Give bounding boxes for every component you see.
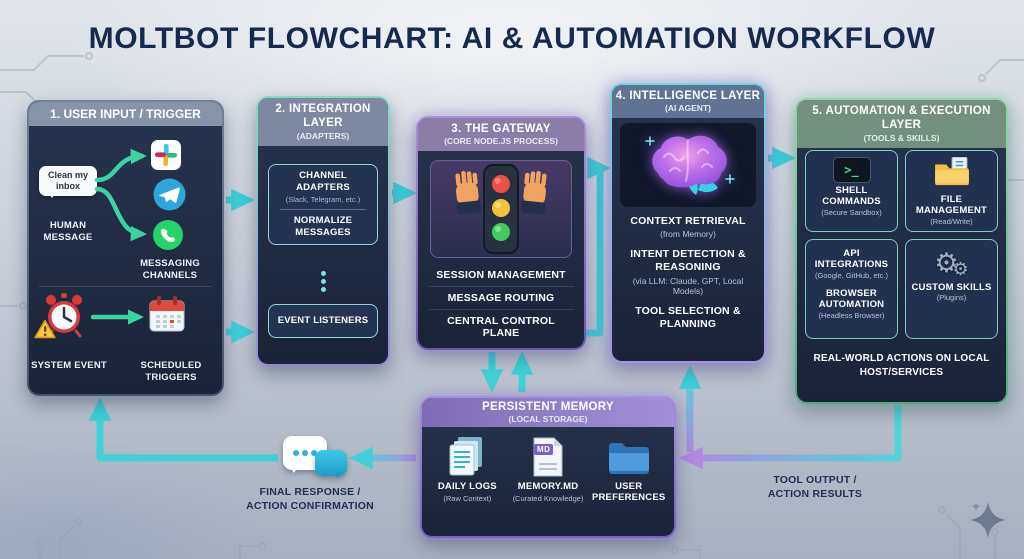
folder-file-icon: [909, 156, 994, 192]
system-event-label: SYSTEM EVENT: [31, 360, 107, 371]
gateway-functions-list: SESSION MANAGEMENT MESSAGE ROUTING CENTR…: [428, 264, 574, 344]
memory-header-subtitle: (LOCAL STORAGE): [508, 414, 588, 425]
custom-skills-sub: (Plugins): [936, 293, 967, 303]
divider: [280, 208, 366, 210]
intent-detection-block: INTENT DETECTION & REASONING (via LLM: C…: [617, 248, 759, 296]
memory-md-sub: (Curated Knowledge): [512, 493, 584, 503]
daily-logs-sub: (Raw Context): [443, 493, 492, 503]
api-integrations-sub: (Google, GitHub, etc.): [815, 270, 888, 280]
intent-detection-sub: (via LLM: Claude, GPT, Local Models): [632, 275, 744, 296]
context-retrieval-block: CONTEXT RETRIEVAL (from Memory): [617, 215, 759, 239]
context-retrieval-label: CONTEXT RETRIEVAL: [630, 215, 746, 227]
ai-brain-icon: [620, 123, 756, 207]
md-file-icon: MD: [509, 434, 588, 480]
intelligence-header: 4. INTELLIGENCE LAYER (AI AGENT): [612, 85, 764, 119]
channel-adapters-chip: CHANNEL ADAPTERS (Slack, Telegram, etc.)…: [268, 164, 378, 245]
intelligence-layer-panel: 4. INTELLIGENCE LAYER (AI AGENT): [610, 83, 766, 363]
browser-automation-label: BROWSER AUTOMATION: [818, 287, 885, 311]
user-preferences-label: USER PREFERENCES: [591, 481, 666, 503]
custom-skills-cell: ⚙⚙ CUSTOM SKILLS (Plugins): [905, 239, 998, 339]
normalize-messages-label: NORMALIZE MESSAGES: [293, 214, 353, 238]
automation-header: 5. AUTOMATION & EXECUTION LAYER (TOOLS &…: [797, 100, 1006, 148]
whatsapp-icon: [153, 220, 183, 255]
integration-header: 2. INTEGRATION LAYER (ADAPTERS): [258, 98, 388, 146]
human-message-label: HUMAN MESSAGE: [43, 220, 93, 243]
gateway-panel: 3. THE GATEWAY (CORE NODE.JS PROCESS): [416, 116, 586, 350]
tool-output-label: TOOL OUTPUT / ACTION RESULTS: [748, 474, 882, 501]
shell-commands-sub: (Secure Sandbox): [821, 207, 882, 217]
automation-header-title: 5. AUTOMATION & EXECUTION LAYER: [812, 105, 991, 132]
memory-md-item: MD MEMORY.MD (Curated Knowledge): [509, 432, 588, 532]
user-message-bubble: Clean my inbox: [39, 166, 97, 198]
integration-layer-panel: 2. INTEGRATION LAYER (ADAPTERS) CHANNEL …: [256, 96, 390, 366]
slack-icon: [151, 140, 181, 175]
daily-logs-label: DAILY LOGS: [437, 481, 497, 492]
tool-selection-label: TOOL SELECTION & PLANNING: [635, 304, 741, 331]
scheduled-triggers-label: SCHEDULED TRIGGERS: [140, 360, 202, 383]
final-response-line2: ACTION CONFIRMATION: [246, 499, 374, 512]
chat-bubble-cyan: [315, 450, 347, 479]
context-retrieval-sub: (from Memory): [660, 229, 716, 240]
alarm-clock-icon: [34, 292, 87, 343]
api-integrations-label: API INTEGRATIONS: [814, 248, 889, 271]
gateway-header-title: 3. THE GATEWAY: [451, 123, 551, 135]
user-input-header: 1. USER INPUT / TRIGGER: [29, 102, 222, 126]
calendar-icon: [147, 294, 187, 339]
folder-icon: [589, 434, 668, 480]
divider: [39, 286, 212, 287]
user-input-panel: 1. USER INPUT / TRIGGER Clean my inbox H…: [27, 100, 224, 396]
tool-selection-block: TOOL SELECTION & PLANNING: [617, 305, 759, 331]
chat-bubbles-icon: [283, 436, 349, 486]
messaging-channels-label: MESSAGING CHANNELS: [140, 258, 200, 281]
event-listeners-label: EVENT LISTENERS: [277, 315, 369, 326]
user-preferences-item: USER PREFERENCES: [589, 432, 668, 532]
session-management-label: SESSION MANAGEMENT: [428, 264, 574, 287]
gateway-header-subtitle: (CORE NODE.JS PROCESS): [444, 136, 558, 147]
event-listeners-chip: EVENT LISTENERS: [268, 304, 378, 338]
message-routing-label: MESSAGE ROUTING: [428, 287, 574, 310]
channel-adapters-sub: (Slack, Telegram, etc.): [285, 194, 361, 204]
file-management-cell: FILE MANAGEMENT (Read/Write): [905, 150, 998, 232]
terminal-icon: >_: [832, 157, 871, 183]
final-response-label: FINAL RESPONSE / ACTION CONFIRMATION: [235, 486, 385, 513]
stacked-pages-icon: [428, 434, 507, 480]
ellipsis-dots-icon: [258, 268, 388, 295]
terminal-prompt: >_: [844, 163, 859, 177]
intelligence-header-title: 4. INTELLIGENCE LAYER: [615, 90, 761, 102]
memory-header-title: PERSISTENT MEMORY: [482, 401, 614, 413]
integration-header-title: 2. INTEGRATION LAYER: [275, 103, 371, 130]
real-world-actions-label: REAL-WORLD ACTIONS ON LOCAL HOST/SERVICE…: [813, 353, 990, 378]
page-title: MOLTBOT FLOWCHART: AI & AUTOMATION WORKF…: [88, 22, 936, 55]
intent-detection-label: INTENT DETECTION & REASONING: [630, 248, 746, 274]
shell-commands-label: SHELL COMMANDS: [822, 185, 881, 208]
md-badge: MD: [534, 444, 554, 455]
memory-md-label: MEMORY.MD: [517, 481, 579, 492]
daily-logs-item: DAILY LOGS (Raw Context): [428, 432, 507, 532]
telegram-icon: [153, 178, 186, 216]
tool-output-line2: ACTION RESULTS: [767, 487, 863, 500]
file-management-label: FILE MANAGEMENT: [915, 194, 988, 217]
custom-skills-label: CUSTOM SKILLS: [911, 282, 992, 293]
gears-icon: ⚙⚙: [934, 247, 969, 279]
sparkle-icon: [966, 498, 1010, 547]
automation-layer-panel: 5. AUTOMATION & EXECUTION LAYER (TOOLS &…: [795, 98, 1008, 404]
traffic-light-icon: [430, 160, 572, 258]
warning-icon: [34, 319, 56, 344]
memory-header: PERSISTENT MEMORY (LOCAL STORAGE): [422, 398, 674, 428]
central-control-plane-label: CENTRAL CONTROL PLANE: [447, 315, 555, 339]
final-response-line1: FINAL RESPONSE /: [259, 486, 361, 498]
shell-commands-cell: >_ SHELL COMMANDS (Secure Sandbox): [805, 150, 898, 232]
tool-output-line1: TOOL OUTPUT /: [773, 474, 857, 486]
intelligence-header-subtitle: (AI AGENT): [665, 103, 711, 114]
persistent-memory-panel: PERSISTENT MEMORY (LOCAL STORAGE) DAILY …: [420, 396, 676, 538]
automation-header-subtitle: (TOOLS & SKILLS): [863, 132, 940, 143]
api-browser-cell: API INTEGRATIONS (Google, GitHub, etc.) …: [805, 239, 898, 339]
integration-header-subtitle: (ADAPTERS): [296, 130, 350, 141]
browser-automation-sub: (Headless Browser): [818, 310, 885, 320]
file-management-sub: (Read/Write): [930, 216, 973, 226]
gateway-header: 3. THE GATEWAY (CORE NODE.JS PROCESS): [418, 118, 584, 152]
channel-adapters-label: CHANNEL ADAPTERS: [296, 170, 350, 193]
